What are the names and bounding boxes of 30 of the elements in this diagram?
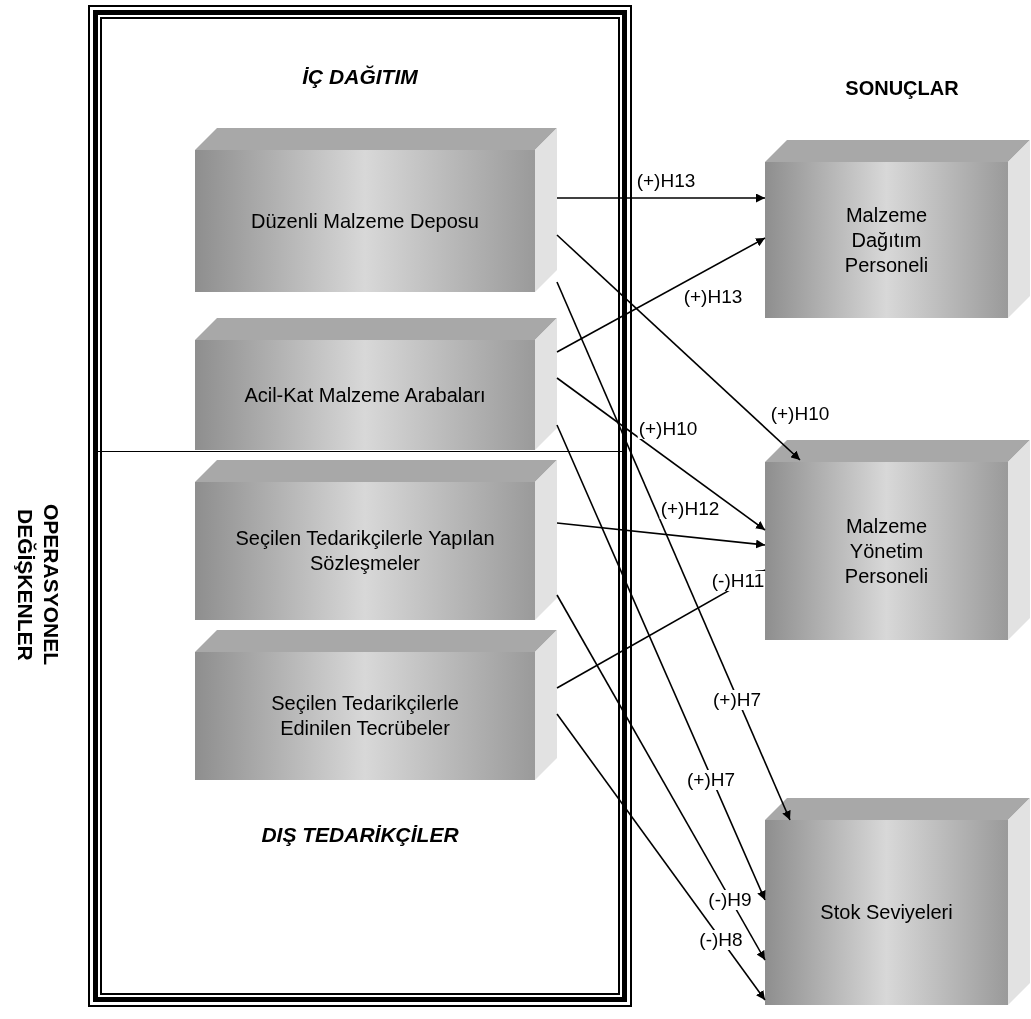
box-label: Düzenli Malzeme Deposu [251, 208, 479, 234]
edge-label: (+)H13 [682, 287, 744, 307]
edge-label: (+)H13 [635, 171, 697, 191]
box-label: Malzeme Yönetim Personeli [843, 513, 930, 589]
box-label: Acil-Kat Malzeme Arabaları [244, 382, 486, 408]
edge-label: (-)H11 [710, 571, 766, 591]
edge-label: (-)H9 [707, 890, 753, 910]
column-heading: SONUÇLAR [845, 76, 959, 100]
box-label: Stok Seviyeleri [820, 900, 953, 925]
group-title: OPERASYONEL DEĞİŞKENLER [13, 503, 64, 668]
arrow [556, 377, 766, 531]
box-label: Seçilen Tedarikçilerle Edinilen Tecrübeler [270, 691, 460, 741]
arrow [556, 594, 766, 961]
box-label: Malzeme Dağıtım Personeli [843, 202, 930, 278]
arrow [556, 237, 766, 353]
arrow [556, 713, 766, 1001]
box-label: Seçilen Tedarikçilerle Yapılan Sözleşmeler [235, 526, 495, 576]
arrow [556, 424, 766, 901]
edge-label: (+)H12 [659, 499, 721, 519]
arrow [556, 522, 766, 549]
edge-label: (+)H7 [712, 690, 762, 710]
edge-label: (+)H7 [686, 770, 736, 790]
arrow [556, 281, 791, 821]
section-title: İÇ DAĞITIM [301, 64, 419, 89]
edge-label: (+)H10 [637, 419, 699, 439]
arrow [556, 234, 801, 461]
edge-label: (-)H8 [698, 930, 744, 950]
edge-label: (+)H10 [769, 404, 831, 424]
section-title: DIŞ TEDARİKÇİLER [260, 822, 460, 847]
arrow [556, 193, 766, 203]
